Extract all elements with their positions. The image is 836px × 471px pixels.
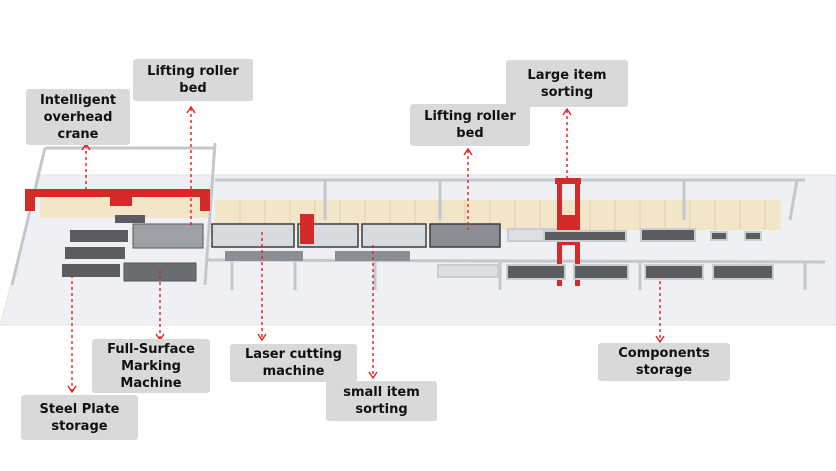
label-components-storage: Components storage [598,343,730,381]
leader-arrows [71,108,661,392]
label-full-surface-marking-machine: Full-Surface Marking Machine [92,339,210,393]
label-large-item-sorting: Large item sorting [506,60,628,107]
laser-cutting-frames [211,223,501,248]
label-lifting-roller-bed-left: Lifting roller bed [133,59,253,101]
label-lifting-roller-bed-right: Lifting roller bed [410,104,530,146]
components-plates [437,228,774,280]
overhead-crane [25,189,210,211]
label-steel-plate-storage: Steel Plate storage [21,395,138,440]
label-laser-cutting-machine: Laser cutting machine [230,344,357,382]
small-item-bench [225,251,410,261]
label-intelligent-overhead-crane: Intelligent overhead crane [26,89,130,145]
steel-plate-stacks [62,215,145,277]
overhead-rails [45,146,826,264]
support-columns [10,142,807,290]
laser-head [300,214,314,244]
arrow-heads [67,105,665,394]
label-small-item-sorting: small item sorting [326,381,437,421]
